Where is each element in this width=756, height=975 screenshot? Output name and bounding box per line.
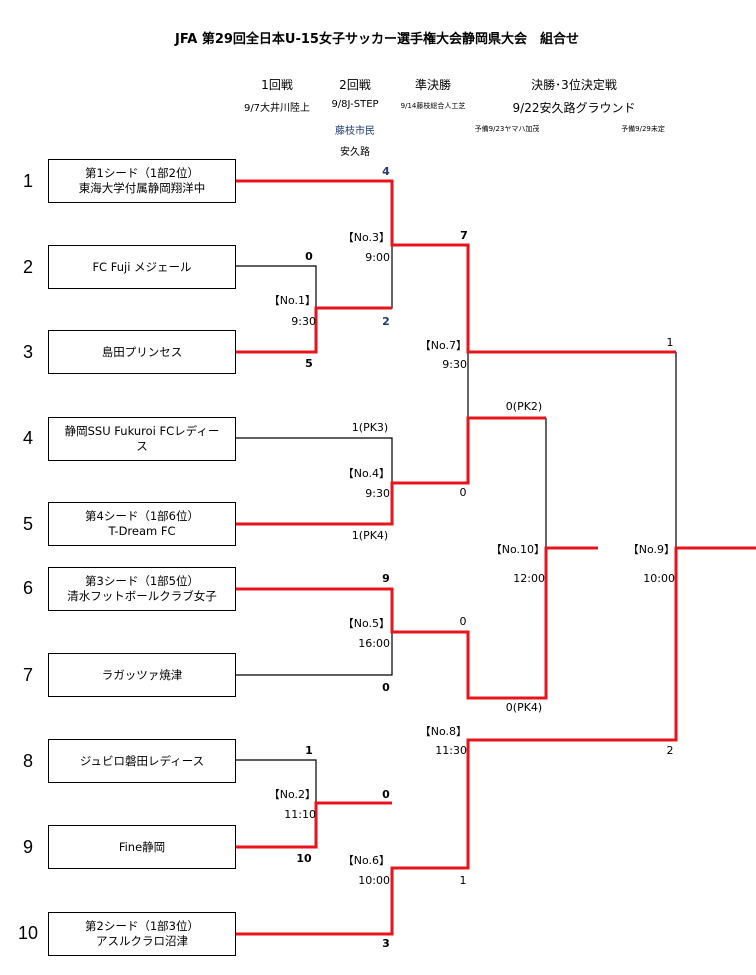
winner-path-team1 bbox=[236, 179, 676, 354]
winner-path-team5 bbox=[236, 416, 546, 526]
match-time-4: 9:30 bbox=[365, 487, 390, 500]
team-box-4: 静岡SSU Fukuroi FCレディー ス bbox=[48, 417, 236, 461]
team-name: 島田プリンセス bbox=[101, 344, 183, 359]
score-m6-top: 0 bbox=[382, 788, 390, 801]
score-m9-top: 1 bbox=[666, 336, 674, 349]
score-m8-top: 0 bbox=[459, 615, 467, 628]
score-m9-bottom: 2 bbox=[666, 744, 674, 757]
score-m1-top: 0 bbox=[305, 250, 313, 263]
team-box-2: FC Fuji メジェール bbox=[48, 245, 236, 289]
match-no-5: 【No.5】 bbox=[342, 617, 390, 630]
winner-path-team6 bbox=[236, 546, 598, 700]
match-no-8: 【No.8】 bbox=[419, 725, 467, 738]
final-reserve-2: 予備9/29未定 bbox=[621, 125, 665, 133]
match-no-7: 【No.7】 bbox=[419, 339, 467, 352]
score-m5-bottom: 0 bbox=[382, 681, 390, 694]
round2-date: 9/8J-STEP bbox=[331, 99, 379, 110]
match-time-9: 10:00 bbox=[643, 572, 675, 585]
match-time-2: 11:10 bbox=[284, 808, 316, 821]
team-box-7: ラガッツァ焼津 bbox=[48, 653, 236, 697]
score-m2-bottom: 10 bbox=[296, 852, 312, 865]
match-time-10: 12:00 bbox=[513, 572, 545, 585]
page-title: JFA 第29回全日本U-15女子サッカー選手権大会静岡県大会 組合せ bbox=[175, 32, 579, 47]
round2-venue-agujiji: 安久路 bbox=[340, 147, 370, 158]
line-team7 bbox=[236, 632, 393, 676]
score-m7-bottom: 0 bbox=[459, 486, 467, 499]
round2-label: 2回戦 bbox=[339, 78, 371, 92]
team-box-3: 島田プリンセス bbox=[48, 330, 236, 374]
seed-number-7: 7 bbox=[22, 665, 33, 685]
seed-number-4: 4 bbox=[22, 428, 33, 448]
team-name: 第1シード（1部2位） 東海大学付属静岡翔洋中 bbox=[78, 166, 206, 195]
line-team4 bbox=[236, 437, 393, 483]
team-name: 第3シード（1部5位） 清水フットボールクラブ女子 bbox=[67, 574, 217, 603]
line-team8 bbox=[236, 759, 317, 803]
team-name: Fine静岡 bbox=[118, 839, 166, 854]
round1-date: 9/7大井川陸上 bbox=[243, 103, 311, 114]
semifinal-date: 9/14藤枝総合人工芝 bbox=[400, 102, 466, 110]
match-time-7: 9:30 bbox=[442, 358, 467, 371]
seed-number-9: 9 bbox=[22, 837, 33, 857]
line-m6-to-m8 bbox=[392, 740, 469, 869]
round2-venue-fujieda: 藤枝市民 bbox=[335, 126, 375, 137]
score-m1-bottom: 5 bbox=[305, 357, 313, 370]
line-m5-to-m8 bbox=[392, 631, 469, 698]
team-box-10: 第2シード（1部3位） アスルクラロ沼津 bbox=[48, 912, 236, 956]
seed-number-10: 10 bbox=[17, 923, 39, 943]
seed-number-1: 1 bbox=[22, 171, 33, 191]
score-m7-top: 7 bbox=[460, 229, 468, 242]
team-name: 静岡SSU Fukuroi FCレディー ス bbox=[64, 424, 220, 453]
seed-number-2: 2 bbox=[22, 257, 33, 277]
team-name: 第2シード（1部3位） アスルクラロ沼津 bbox=[85, 919, 199, 948]
winner-path-team10 bbox=[236, 546, 756, 936]
line-team2 bbox=[236, 265, 317, 308]
winner-path-team3 bbox=[236, 306, 392, 354]
match-no-2: 【No.2】 bbox=[268, 788, 316, 801]
team-name: ジュビロ磐田レディース bbox=[79, 753, 205, 768]
match-time-1: 9:30 bbox=[291, 315, 316, 328]
semifinal-label: 準決勝 bbox=[414, 78, 452, 92]
match-no-1: 【No.1】 bbox=[268, 294, 316, 307]
score-m5-top: 9 bbox=[382, 572, 390, 585]
team-box-5: 第4シード（1部6位） T-Dream FC bbox=[48, 502, 236, 546]
score-m8-bottom: 1 bbox=[459, 874, 467, 887]
round1-label: 1回戦 bbox=[261, 78, 293, 92]
winner-path-team9 bbox=[236, 801, 392, 849]
final-reserve-1: 予備9/23ヤマハ加茂 bbox=[474, 125, 540, 133]
seed-number-8: 8 bbox=[22, 751, 33, 771]
team-box-8: ジュビロ磐田レディース bbox=[48, 739, 236, 783]
match-no-4: 【No.4】 bbox=[342, 467, 390, 480]
score-team1: 4 bbox=[382, 165, 390, 178]
score-m4-bottom: 1(PK4) bbox=[351, 529, 389, 542]
final-label: 決勝･3位決定戦 bbox=[531, 78, 617, 92]
final-date: 9/22安久路グラウンド bbox=[512, 101, 636, 115]
team-name: FC Fuji メジェール bbox=[92, 259, 192, 274]
match-no-9: 【No.9】 bbox=[627, 543, 675, 556]
score-m3-bottom: 2 bbox=[382, 315, 390, 328]
seed-number-5: 5 bbox=[22, 514, 33, 534]
match-time-3: 9:00 bbox=[365, 251, 390, 264]
score-m10-bottom: 0(PK4) bbox=[505, 701, 543, 714]
team-name: 第4シード（1部6位） T-Dream FC bbox=[85, 509, 199, 538]
match-no-6: 【No.6】 bbox=[342, 854, 390, 867]
score-m10-top: 0(PK2) bbox=[505, 400, 543, 413]
team-box-6: 第3シード（1部5位） 清水フットボールクラブ女子 bbox=[48, 567, 236, 611]
match-no-10: 【No.10】 bbox=[490, 543, 545, 556]
bracket-winner-lines bbox=[236, 179, 756, 936]
seed-number-6: 6 bbox=[22, 578, 33, 598]
score-team10: 3 bbox=[382, 937, 390, 950]
match-time-6: 10:00 bbox=[358, 874, 390, 887]
score-m4-top: 1(PK3) bbox=[351, 421, 389, 434]
team-box-1: 第1シード（1部2位） 東海大学付属静岡翔洋中 bbox=[48, 159, 236, 203]
match-no-3: 【No.3】 bbox=[342, 231, 390, 244]
score-m2-top: 1 bbox=[305, 744, 313, 757]
seed-number-3: 3 bbox=[22, 342, 33, 362]
team-box-9: Fine静岡 bbox=[48, 825, 236, 869]
match-time-8: 11:30 bbox=[435, 744, 467, 757]
team-name: ラガッツァ焼津 bbox=[101, 667, 183, 682]
match-time-5: 16:00 bbox=[358, 637, 390, 650]
